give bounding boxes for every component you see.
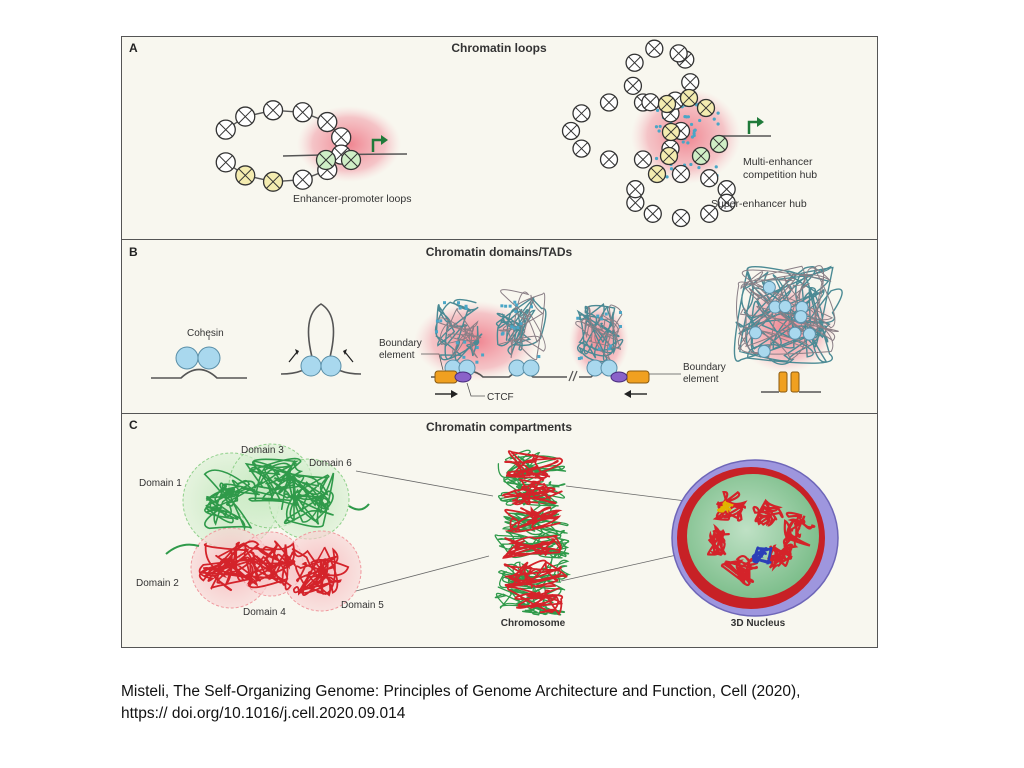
domain-1-label: Domain 1 — [139, 478, 182, 489]
boundary-left-label-1: Boundary — [379, 338, 422, 349]
ctcf-label: CTCF — [487, 392, 514, 403]
promoter-arrow-icon — [747, 117, 764, 134]
nucleosome-icon — [671, 164, 691, 184]
nucleosome-icon — [691, 146, 711, 166]
nucleosome-icon — [633, 150, 653, 169]
chromosome-diagram: Chromosome — [494, 449, 572, 629]
nucleosome-icon — [643, 204, 662, 223]
figure-caption: Misteli, The Self-Organizing Genome: Pri… — [121, 681, 921, 725]
chromosome-tangles — [494, 449, 572, 616]
nucleosome-icon — [661, 122, 681, 142]
nucleosome-icon — [262, 100, 284, 121]
domain-chromatin-tangles — [165, 457, 370, 597]
nucleosome-icon — [717, 193, 736, 212]
panel-c-title: Chromatin compartments — [426, 420, 572, 434]
nucleosome-icon — [215, 152, 236, 173]
ctcf-left — [454, 371, 472, 383]
nucleosome-loop — [215, 100, 362, 192]
multi-enhancer-label: Multi-enhancer — [743, 156, 813, 168]
nucleosome-icon — [262, 171, 284, 192]
panel-b-title: Chromatin domains/TADs — [426, 245, 573, 259]
tad-stack-blobs — [733, 265, 843, 365]
super-enhancer-hub-label: Super-enhancer hub — [711, 198, 807, 210]
panel-a — [121, 36, 878, 240]
tad-stack-diagram — [733, 265, 843, 393]
nucleosome-icon — [215, 119, 236, 140]
caption-line-1: Misteli, The Self-Organizing Genome: Pri… — [121, 683, 801, 700]
loop-extrusion-diagram — [280, 303, 362, 377]
nucleus-territories — [706, 490, 816, 587]
panel-b-letter: B — [129, 245, 138, 259]
nucleosome-icon — [671, 208, 691, 228]
competition-hub-label: competition hub — [743, 169, 817, 181]
nucleosome-icon — [235, 106, 256, 127]
domain-6-label: Domain 6 — [309, 458, 352, 469]
boundary-left-label-2: element — [379, 350, 415, 361]
caption-line-2: https:// doi.org/10.1016/j.cell.2020.09.… — [121, 705, 406, 722]
nucleosome-icon — [340, 149, 362, 171]
enhancer-promoter-loops-label: Enhancer-promoter loops — [293, 193, 411, 205]
chromosome-label: Chromosome — [501, 618, 566, 629]
enhancer-promoter-loop-diagram: Enhancer-promoter loops — [215, 100, 411, 205]
boundary-element-left — [434, 370, 458, 384]
domains-diagram: Domain 1 Domain 2 Domain 3 Domain 4 Doma… — [136, 443, 384, 618]
panel-a-letter: A — [129, 41, 138, 55]
nucleosome-icon — [700, 169, 719, 188]
nucleosome-icon — [625, 53, 644, 72]
promoter-arrow-icon — [371, 135, 388, 152]
ctcf-right — [610, 371, 628, 383]
boundary-right-label-2: element — [683, 374, 719, 385]
cohesin-label: Cohesin — [187, 328, 224, 339]
nucleosome-icon — [317, 111, 338, 133]
nucleosome-icon — [657, 94, 677, 114]
boundary-right-label-1: Boundary — [683, 362, 726, 373]
nucleosome-icon — [331, 127, 352, 148]
nucleosome-icon — [700, 204, 719, 223]
nucleosome-icon — [315, 149, 337, 171]
nucleus-diagram: 3D Nucleus — [671, 459, 839, 629]
nucleosome-icon — [235, 165, 256, 186]
nucleosome-icon — [626, 180, 645, 199]
nucleosome-icon — [561, 121, 581, 141]
nucleosome-icon — [572, 104, 591, 123]
tad-domains-diagram: Boundary element CTCF Boundary element — [379, 289, 726, 403]
nucleosome-icon — [641, 93, 660, 112]
nucleosome-icon — [659, 146, 679, 166]
connector-lines — [355, 470, 687, 592]
cohesin-diagram: Cohesin — [151, 328, 247, 379]
panel-a-title: Chromatin loops — [451, 41, 547, 55]
domain-4-label: Domain 4 — [243, 607, 286, 618]
nucleosome-icon — [717, 180, 736, 199]
nucleosome-icon — [647, 164, 667, 184]
nucleosome-icon — [669, 44, 688, 63]
nucleus-label: 3D Nucleus — [731, 618, 786, 629]
boundary-element-right — [626, 370, 650, 384]
nucleosome-icon — [599, 150, 619, 169]
nucleosome-icon — [709, 134, 729, 154]
nucleosome-icon — [292, 169, 313, 190]
super-enhancer-hub-diagram: Multi-enhancer competition hub Super-enh… — [561, 39, 817, 228]
nucleosome-icon — [572, 139, 591, 158]
domain-3-label: Domain 3 — [241, 445, 284, 456]
panel-c-letter: C — [129, 418, 138, 432]
nucleosome-icon — [599, 93, 619, 112]
nucleosome-icon — [696, 98, 716, 118]
nucleosome-icon — [681, 73, 700, 92]
nucleosome-icon — [623, 76, 643, 95]
nucleosome-icon — [679, 88, 699, 108]
nucleosome-hub — [561, 39, 736, 228]
nucleosome-icon — [645, 39, 664, 58]
chromatin-figure: A Chromatin loops B Chromatin domains/TA… — [121, 36, 878, 648]
nucleosome-icon — [292, 102, 313, 123]
domain-5-label: Domain 5 — [341, 600, 384, 611]
domain-2-label: Domain 2 — [136, 578, 179, 589]
